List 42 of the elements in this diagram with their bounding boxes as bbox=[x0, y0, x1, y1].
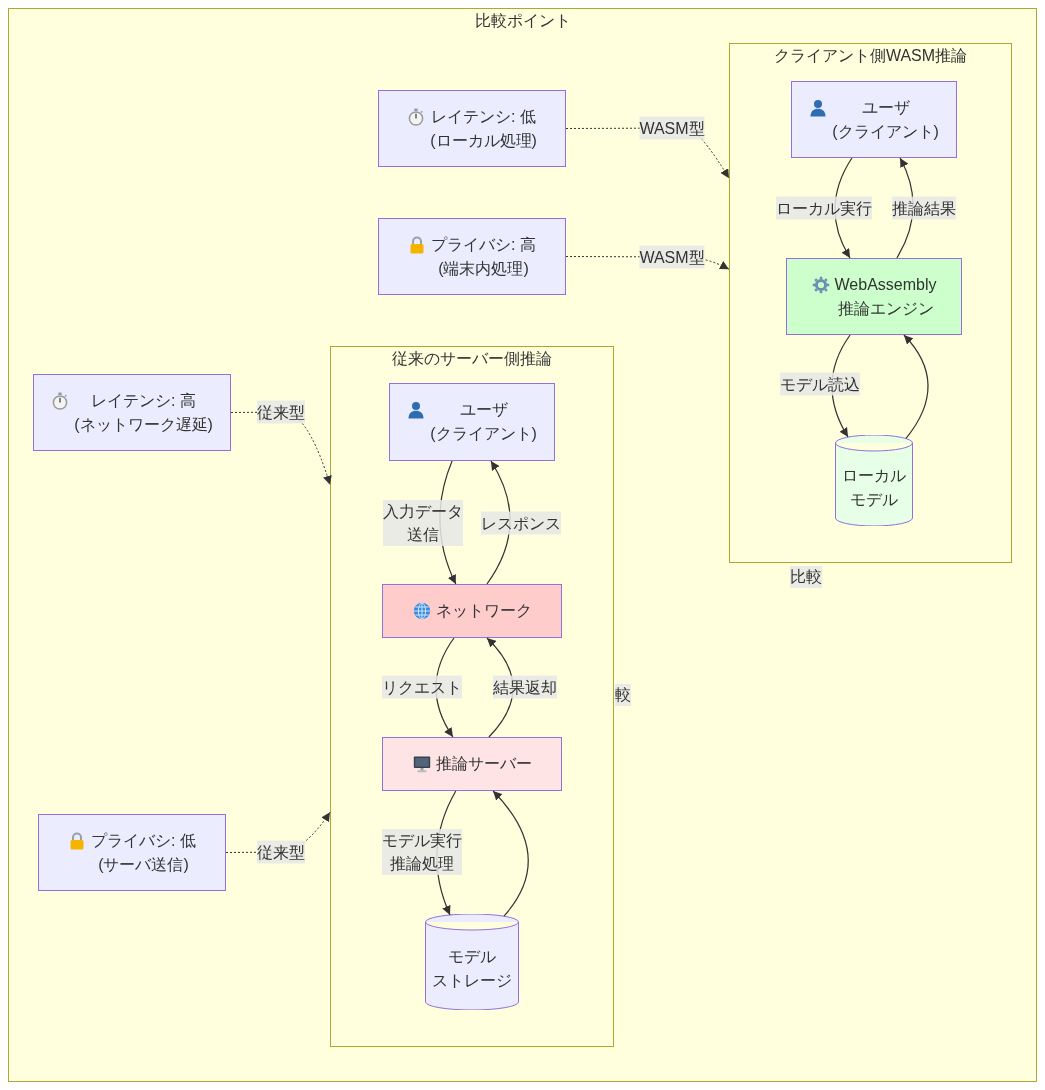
text-label: 比較 bbox=[790, 566, 822, 588]
node-label: WebAssembly推論エンジン bbox=[834, 274, 937, 319]
arrow bbox=[903, 334, 929, 440]
node-label: ローカルモデル bbox=[842, 465, 906, 510]
group-frame bbox=[729, 43, 1012, 563]
process-box bbox=[378, 90, 566, 167]
text-label: 較 bbox=[615, 684, 631, 706]
node-label: プライバシ: 低(サーバ送信) bbox=[91, 830, 196, 875]
group-title: クライアント側WASM推論 bbox=[773, 46, 968, 66]
process-box bbox=[38, 814, 226, 891]
process-box bbox=[389, 383, 555, 461]
node-label: モデルストレージ bbox=[432, 947, 512, 991]
edge-label: 従来型 bbox=[257, 840, 305, 864]
process-box bbox=[382, 584, 562, 638]
process-box bbox=[382, 737, 562, 791]
edge-label: レスポンス bbox=[481, 511, 561, 535]
edge-label: モデル読込 bbox=[780, 372, 860, 396]
arrow bbox=[492, 790, 529, 917]
node-label: ユーザ(クライアント) bbox=[832, 97, 939, 142]
edge-label: モデル実行推論処理 bbox=[382, 829, 462, 875]
process-box bbox=[791, 81, 957, 158]
group-frame bbox=[330, 346, 614, 1047]
edge-label: ローカル実行 bbox=[776, 196, 872, 220]
node-label: ユーザ(クライアント) bbox=[430, 400, 537, 444]
edge-label: 推論結果 bbox=[892, 196, 956, 220]
edge-label: 結果返却 bbox=[493, 675, 557, 699]
edge-label: 入力データ送信 bbox=[383, 500, 463, 546]
edge-label: 従来型 bbox=[257, 400, 305, 424]
process-box bbox=[33, 374, 231, 451]
group-frame bbox=[8, 8, 1037, 1082]
group-title: 従来のサーバー側推論 bbox=[392, 349, 552, 369]
node-label: ネットワーク bbox=[435, 601, 532, 621]
edge-label: WASM型 bbox=[639, 116, 705, 140]
node-label: 推論サーバー bbox=[435, 754, 532, 774]
node-label: レイテンシ: 低(ローカル処理) bbox=[430, 106, 537, 151]
process-box bbox=[378, 218, 566, 295]
process-box bbox=[786, 258, 962, 335]
node-label: プライバシ: 高(端末内処理) bbox=[431, 234, 536, 279]
edge-label: リクエスト bbox=[382, 675, 462, 699]
edge-label: WASM型 bbox=[639, 245, 705, 269]
group-title: 比較ポイント bbox=[474, 11, 571, 31]
node-label: レイテンシ: 高(ネットワーク遅延) bbox=[74, 390, 213, 435]
